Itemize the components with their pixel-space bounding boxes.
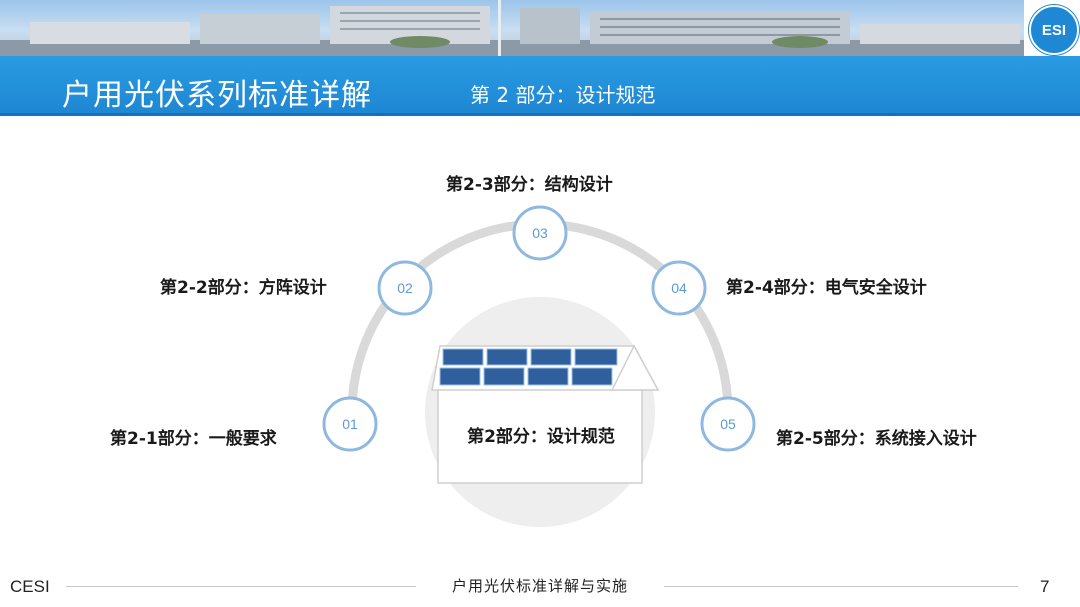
node-label-05: 第2-5部分：系统接入设计: [776, 429, 977, 449]
solar-house-icon: [431, 344, 660, 484]
esi-logo-mark: ESI: [1029, 5, 1079, 55]
page-subtitle: 第 2 部分：设计规范: [470, 83, 656, 107]
logo: ESI: [1024, 0, 1080, 56]
node-label-04: 第2-4部分：电气安全设计: [726, 278, 927, 298]
footer-org: CESI: [10, 577, 50, 596]
page-number: 7: [1040, 577, 1050, 596]
node-number: 02: [397, 280, 413, 296]
node-label-03: 第2-3部分：结构设计: [446, 175, 613, 195]
node-number: 03: [532, 225, 548, 241]
title-bar: [0, 56, 1080, 116]
node-04: 04: [651, 260, 707, 316]
node-label-01: 第2-1部分：一般要求: [110, 429, 277, 449]
node-number: 04: [671, 280, 687, 296]
footer-title: 户用光伏标准详解与实施: [451, 577, 628, 595]
header-photo-banner: [0, 0, 1080, 56]
building-photo-image: [0, 0, 1080, 56]
node-05: 05: [700, 396, 756, 452]
node-number: 05: [720, 416, 736, 432]
node-01: 01: [322, 396, 378, 452]
node-02: 02: [377, 260, 433, 316]
center-label: 第2部分：设计规范: [467, 427, 615, 447]
node-03: 03: [512, 205, 568, 261]
footer-divider-right: [664, 586, 1018, 587]
page-title: 户用光伏系列标准详解: [62, 78, 372, 113]
node-label-02: 第2-2部分：方阵设计: [160, 278, 327, 298]
node-number: 01: [342, 416, 358, 432]
footer-divider-left: [66, 586, 416, 587]
